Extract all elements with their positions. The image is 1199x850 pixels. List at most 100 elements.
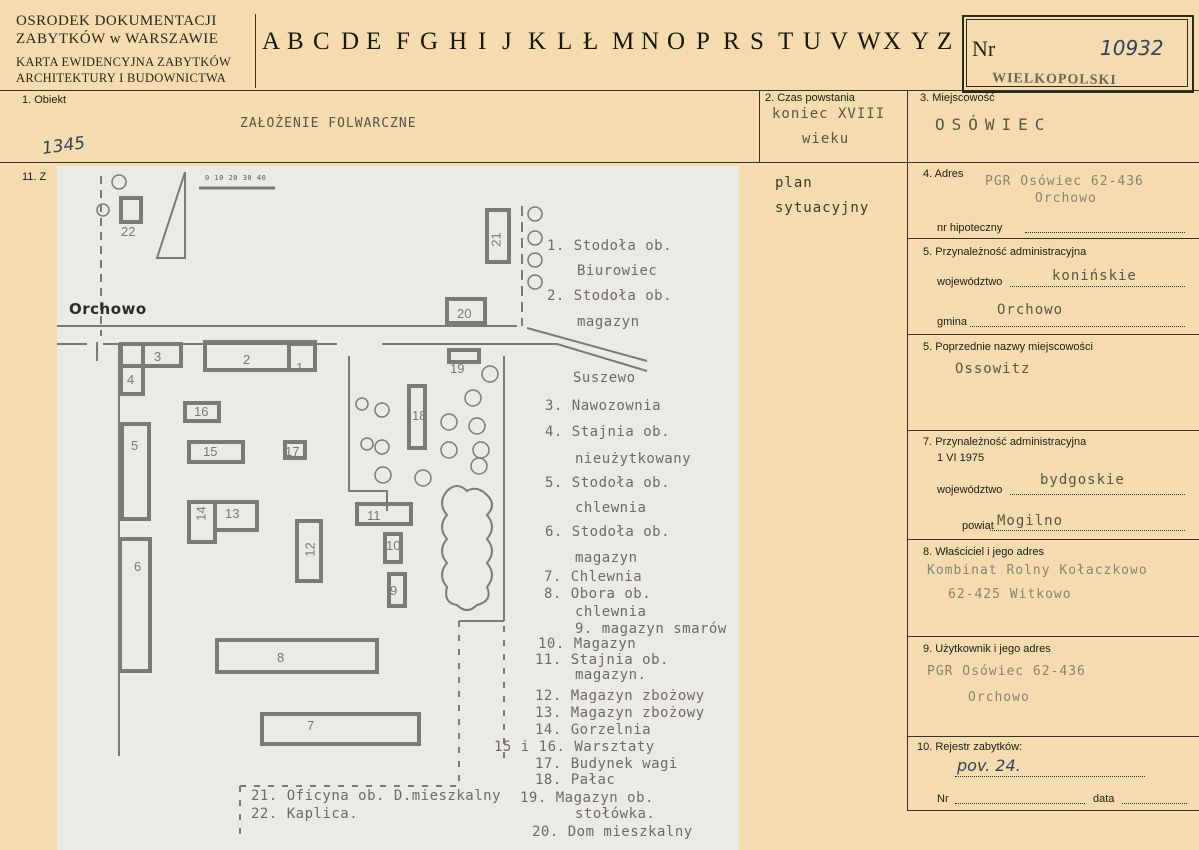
adres-label: 4. Adres	[923, 168, 964, 180]
alphabet-letter-Y: Y	[911, 28, 930, 55]
building-number-21: 21	[488, 232, 504, 247]
building-number-12: 12	[302, 542, 318, 557]
legend-line: 22. Kaplica.	[251, 806, 359, 822]
nr-value: 10932	[1100, 36, 1164, 60]
alphabet-letter-J: J	[502, 28, 512, 55]
gmina-label: gmina	[937, 316, 967, 328]
legend-line: 15 i 16. Warsztaty	[494, 739, 655, 755]
building-number-10: 10	[386, 538, 401, 553]
legend-line: 1. Stodoła ob.	[547, 238, 673, 254]
powiat-value: Mogilno	[997, 513, 1064, 529]
building-number-7: 7	[307, 718, 315, 733]
building-number-8: 8	[277, 650, 285, 665]
legend-line: 6. Stodoła ob.	[545, 524, 671, 540]
legend-line: 4. Stajnia ob.	[545, 424, 671, 440]
alphabet-letter-B: B	[287, 28, 304, 55]
wlasciciel-value-1: Kombinat Rolny Kołaczkowo	[927, 563, 1148, 578]
building-number-4: 4	[127, 372, 135, 387]
building-number-2: 2	[243, 352, 251, 367]
rejestr-data-label: data	[1093, 793, 1115, 805]
building-number-17: 17	[285, 444, 300, 459]
legend-line: 11. Stajnia ob.	[535, 652, 669, 668]
building-number-9: 9	[390, 583, 398, 598]
legend-line: chlewnia	[575, 500, 647, 516]
building-number-6: 6	[134, 559, 142, 574]
legend-line: 12. Magazyn zbożowy	[535, 688, 705, 704]
legend-line: 17. Budynek wagi	[535, 756, 678, 772]
alphabet-letter-D: D	[341, 28, 360, 55]
czas-value-2: wieku	[802, 131, 850, 147]
region-stamp: WIELKOPOLSKI	[991, 70, 1117, 89]
section-11-label: 11. Z	[22, 171, 47, 183]
legend-line: 10. Magazyn	[538, 636, 637, 652]
rejestr-label: 10. Rejestr zabytków:	[917, 741, 1023, 753]
legend-line: 2. Stodoła ob.	[547, 288, 673, 304]
poprzednie-value: Ossowitz	[955, 361, 1031, 377]
legend-line: 18. Pałac	[535, 772, 616, 788]
alphabet-letter-V: V	[830, 28, 849, 55]
legend-line: Biurowiec	[577, 263, 658, 279]
alphabet-letter-Z: Z	[937, 28, 953, 55]
building-number-19: 19	[450, 361, 465, 376]
wojewodztwo-2-label: województwo	[937, 484, 1003, 496]
rejestr-value: pov. 24.	[957, 756, 1021, 775]
caption-plan: plan	[775, 175, 813, 191]
legend-line: magazyn	[575, 550, 638, 566]
legend-line: 21. Oficyna ob. D.mieszkalny	[251, 788, 502, 804]
card-type-line-2: ARCHITEKTURY I BUDOWNICTWA	[16, 71, 227, 85]
wojewodztwo-1-value: konińskie	[1052, 268, 1137, 284]
building-number-3: 3	[154, 349, 162, 364]
alphabet-letter-I: I	[478, 28, 487, 55]
wlasciciel-label: 8. Właściciel i jego adres	[923, 546, 1045, 558]
przynaleznosc-2-label: 7. Przynależność administracyjna	[923, 436, 1087, 448]
wojewodztwo-2-value: bydgoskie	[1040, 472, 1125, 488]
powiat-label: powiat	[962, 520, 994, 532]
alphabet-letter-U: U	[803, 28, 822, 55]
legend-line: 9. magazyn smarów	[575, 621, 727, 637]
building-number-16: 16	[194, 404, 209, 419]
building-number-18: 18	[412, 408, 427, 423]
building-number-1: 1	[296, 360, 304, 375]
alphabet-letter-G: G	[420, 28, 439, 55]
alphabet-letter-K: K	[528, 28, 547, 55]
uzytkownik-value-1: PGR Osówiec 62-436	[927, 664, 1086, 679]
czas-label: 2. Czas powstania	[765, 92, 855, 104]
gmina-value: Orchowo	[997, 302, 1064, 318]
wlasciciel-value-2: 62-425 Witkowo	[948, 587, 1072, 602]
card-type-line-1: KARTA EWIDENCYJNA ZABYTKÓW	[16, 55, 232, 69]
legend-line: magazyn	[577, 314, 640, 330]
alphabet-letter-O: O	[667, 28, 686, 55]
alphabet-letter-P: P	[696, 28, 710, 55]
uzytkownik-value-2: Orchowo	[968, 690, 1030, 705]
alphabet-letter-W: W	[857, 28, 881, 55]
legend-line: stołówka.	[575, 806, 656, 822]
alphabet-letter-E: E	[366, 28, 382, 55]
alphabet-letter-C: C	[313, 28, 330, 55]
czas-value-1: koniec XVIII	[772, 106, 886, 122]
alphabet-letter-Ł: Ł	[583, 28, 599, 55]
institution-line-2: ZABYTKÓW w WARSZAWIE	[16, 31, 219, 47]
legend-line: 20. Dom mieszkalny	[532, 824, 693, 840]
building-number-11: 11	[367, 508, 381, 523]
building-number-15: 15	[203, 444, 218, 459]
alphabet-letter-R: R	[723, 28, 740, 55]
building-number-13: 13	[225, 506, 240, 521]
przynaleznosc-1-label: 5. Przynależność administracyjna	[923, 246, 1087, 258]
obiekt-note: 1345	[40, 133, 87, 159]
building-number-5: 5	[131, 438, 139, 453]
obiekt-value: ZAŁOŻENIE FOLWARCZNE	[240, 116, 417, 131]
legend-line: 3. Nawozownia	[545, 398, 662, 414]
wojewodztwo-1-label: województwo	[937, 276, 1003, 288]
alphabet-letter-L: L	[557, 28, 573, 55]
legend-line: 19. Magazyn ob.	[520, 790, 654, 806]
poprzednie-label: 5. Poprzednie nazwy miejscowości	[923, 341, 1093, 353]
institution-line-1: OSRODEK DOKUMENTACJI	[16, 13, 217, 29]
alphabet-letter-X: X	[883, 28, 902, 55]
legend-line: magazyn.	[575, 667, 647, 683]
building-number-20: 20	[457, 306, 472, 321]
legend-line: 7. Chlewnia	[544, 569, 643, 585]
building-number-22: 22	[121, 224, 136, 239]
miejscowosc-value: OSÓWIEC	[935, 115, 1052, 134]
miejscowosc-label: 3. Miejscowość	[920, 92, 995, 104]
legend-line: 5. Stodoła ob.	[545, 475, 671, 491]
